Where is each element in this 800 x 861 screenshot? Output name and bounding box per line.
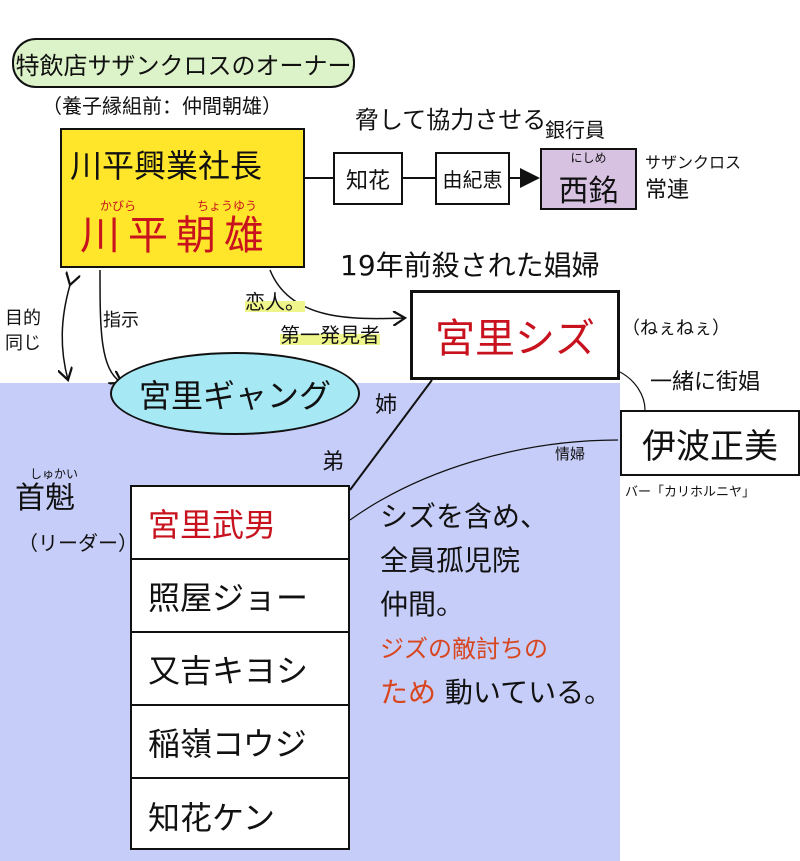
shizu-name: 宮里シズ xyxy=(435,316,595,362)
gang-ellipse: 宮里ギャング xyxy=(110,352,360,435)
yukie-box: 由紀恵 xyxy=(435,152,510,205)
chibana-name: 知花 xyxy=(345,168,390,194)
nishime-name: 西銘 xyxy=(558,173,619,209)
leader-label: 首魁 xyxy=(15,481,75,516)
nishime-note-2: 常連 xyxy=(645,178,690,203)
shizu-caption: 19年前殺された娼婦 xyxy=(340,249,600,282)
nishime-ruby: にしめ xyxy=(570,150,607,165)
sister-label: 姉 xyxy=(375,393,398,418)
line-sibling xyxy=(349,379,433,491)
leader-ruby: しゅかい xyxy=(30,467,79,481)
instruct-label: 指示 xyxy=(103,310,139,331)
iha-bar: バー「カリホルニヤ」 xyxy=(625,485,756,500)
note-text: シズを含め、 全員孤児院 仲間。 ジズの敵討ちの ため 動いている。 xyxy=(380,495,612,715)
same-goal-label-1: 目的 xyxy=(5,308,41,329)
chibana-box: 知花 xyxy=(333,152,403,205)
discoverer-label: 第一発見者 xyxy=(280,323,380,347)
iha-relation: 一緒に街娼 xyxy=(650,370,761,395)
brother-label: 弟 xyxy=(322,450,345,475)
former-name: （養子縁組前：仲間朝雄） xyxy=(42,94,282,118)
arrow-instruct xyxy=(99,269,122,383)
kabira-ruby-family: かびら xyxy=(100,199,137,213)
nishime-box: にしめ 西銘 xyxy=(540,148,637,210)
mistress-label: 情婦 xyxy=(555,445,586,463)
kabira-ruby-given: ちょうゆう xyxy=(197,199,258,213)
member-name: 知花ケン xyxy=(148,798,276,837)
kabira-title: 川平興業社長 xyxy=(70,147,263,185)
arrow-same-goal xyxy=(62,285,70,380)
note-highlight: ため xyxy=(380,676,437,709)
leader-sub: （リーダー） xyxy=(18,531,138,555)
gang-name: 宮里ギャング xyxy=(138,376,331,415)
arrow-lover xyxy=(269,269,405,319)
member-name: 又吉キヨシ xyxy=(148,651,309,690)
member-row: 照屋ジョー xyxy=(132,560,348,633)
member-row: 知花ケン xyxy=(132,779,348,852)
threat-label: 脅して協力させる xyxy=(355,106,547,134)
note-line: シズを含め、 xyxy=(380,500,549,533)
note-line: ため 動いている。 xyxy=(380,671,612,715)
member-name: 宮里武男 xyxy=(148,505,277,544)
member-name: 稲嶺コウジ xyxy=(148,724,307,763)
member-row: 宮里武男 xyxy=(132,487,348,560)
iha-name: 伊波正美 xyxy=(642,426,778,467)
note-line: 仲間。 xyxy=(380,588,465,621)
lover-label: 恋人。 xyxy=(245,290,305,314)
member-list: 宮里武男 照屋ジョー 又吉キヨシ 稲嶺コウジ 知花ケン xyxy=(130,485,350,850)
owner-speech-bubble: 特飲店サザンクロスのオーナー xyxy=(12,38,355,88)
yukie-name: 由紀恵 xyxy=(442,168,503,192)
kabira-box: 川平興業社長 かびら ちょうゆう 川平朝雄 xyxy=(60,128,305,268)
member-row: 又吉キヨシ xyxy=(132,633,348,706)
member-name: 照屋ジョー xyxy=(148,578,309,617)
line-mistress xyxy=(349,439,619,521)
iha-box: 伊波正美 xyxy=(620,410,800,476)
shizu-nickname: （ねぇねぇ） xyxy=(622,318,730,339)
note-text-end: 動いている。 xyxy=(444,676,613,709)
owner-label: 特飲店サザンクロスのオーナー xyxy=(15,51,352,80)
member-row: 稲嶺コウジ xyxy=(132,706,348,779)
note-line-highlight: ジズの敵討ちの xyxy=(380,635,548,663)
shizu-box: 宮里シズ xyxy=(410,290,620,380)
nishime-note-1: サザンクロス xyxy=(645,153,742,172)
same-goal-label-2: 同じ xyxy=(5,333,41,354)
line-iha xyxy=(619,371,646,411)
kabira-name: 川平朝雄 xyxy=(80,213,272,259)
note-line: 全員孤児院 xyxy=(380,544,521,577)
nishime-role: 銀行員 xyxy=(545,118,605,142)
